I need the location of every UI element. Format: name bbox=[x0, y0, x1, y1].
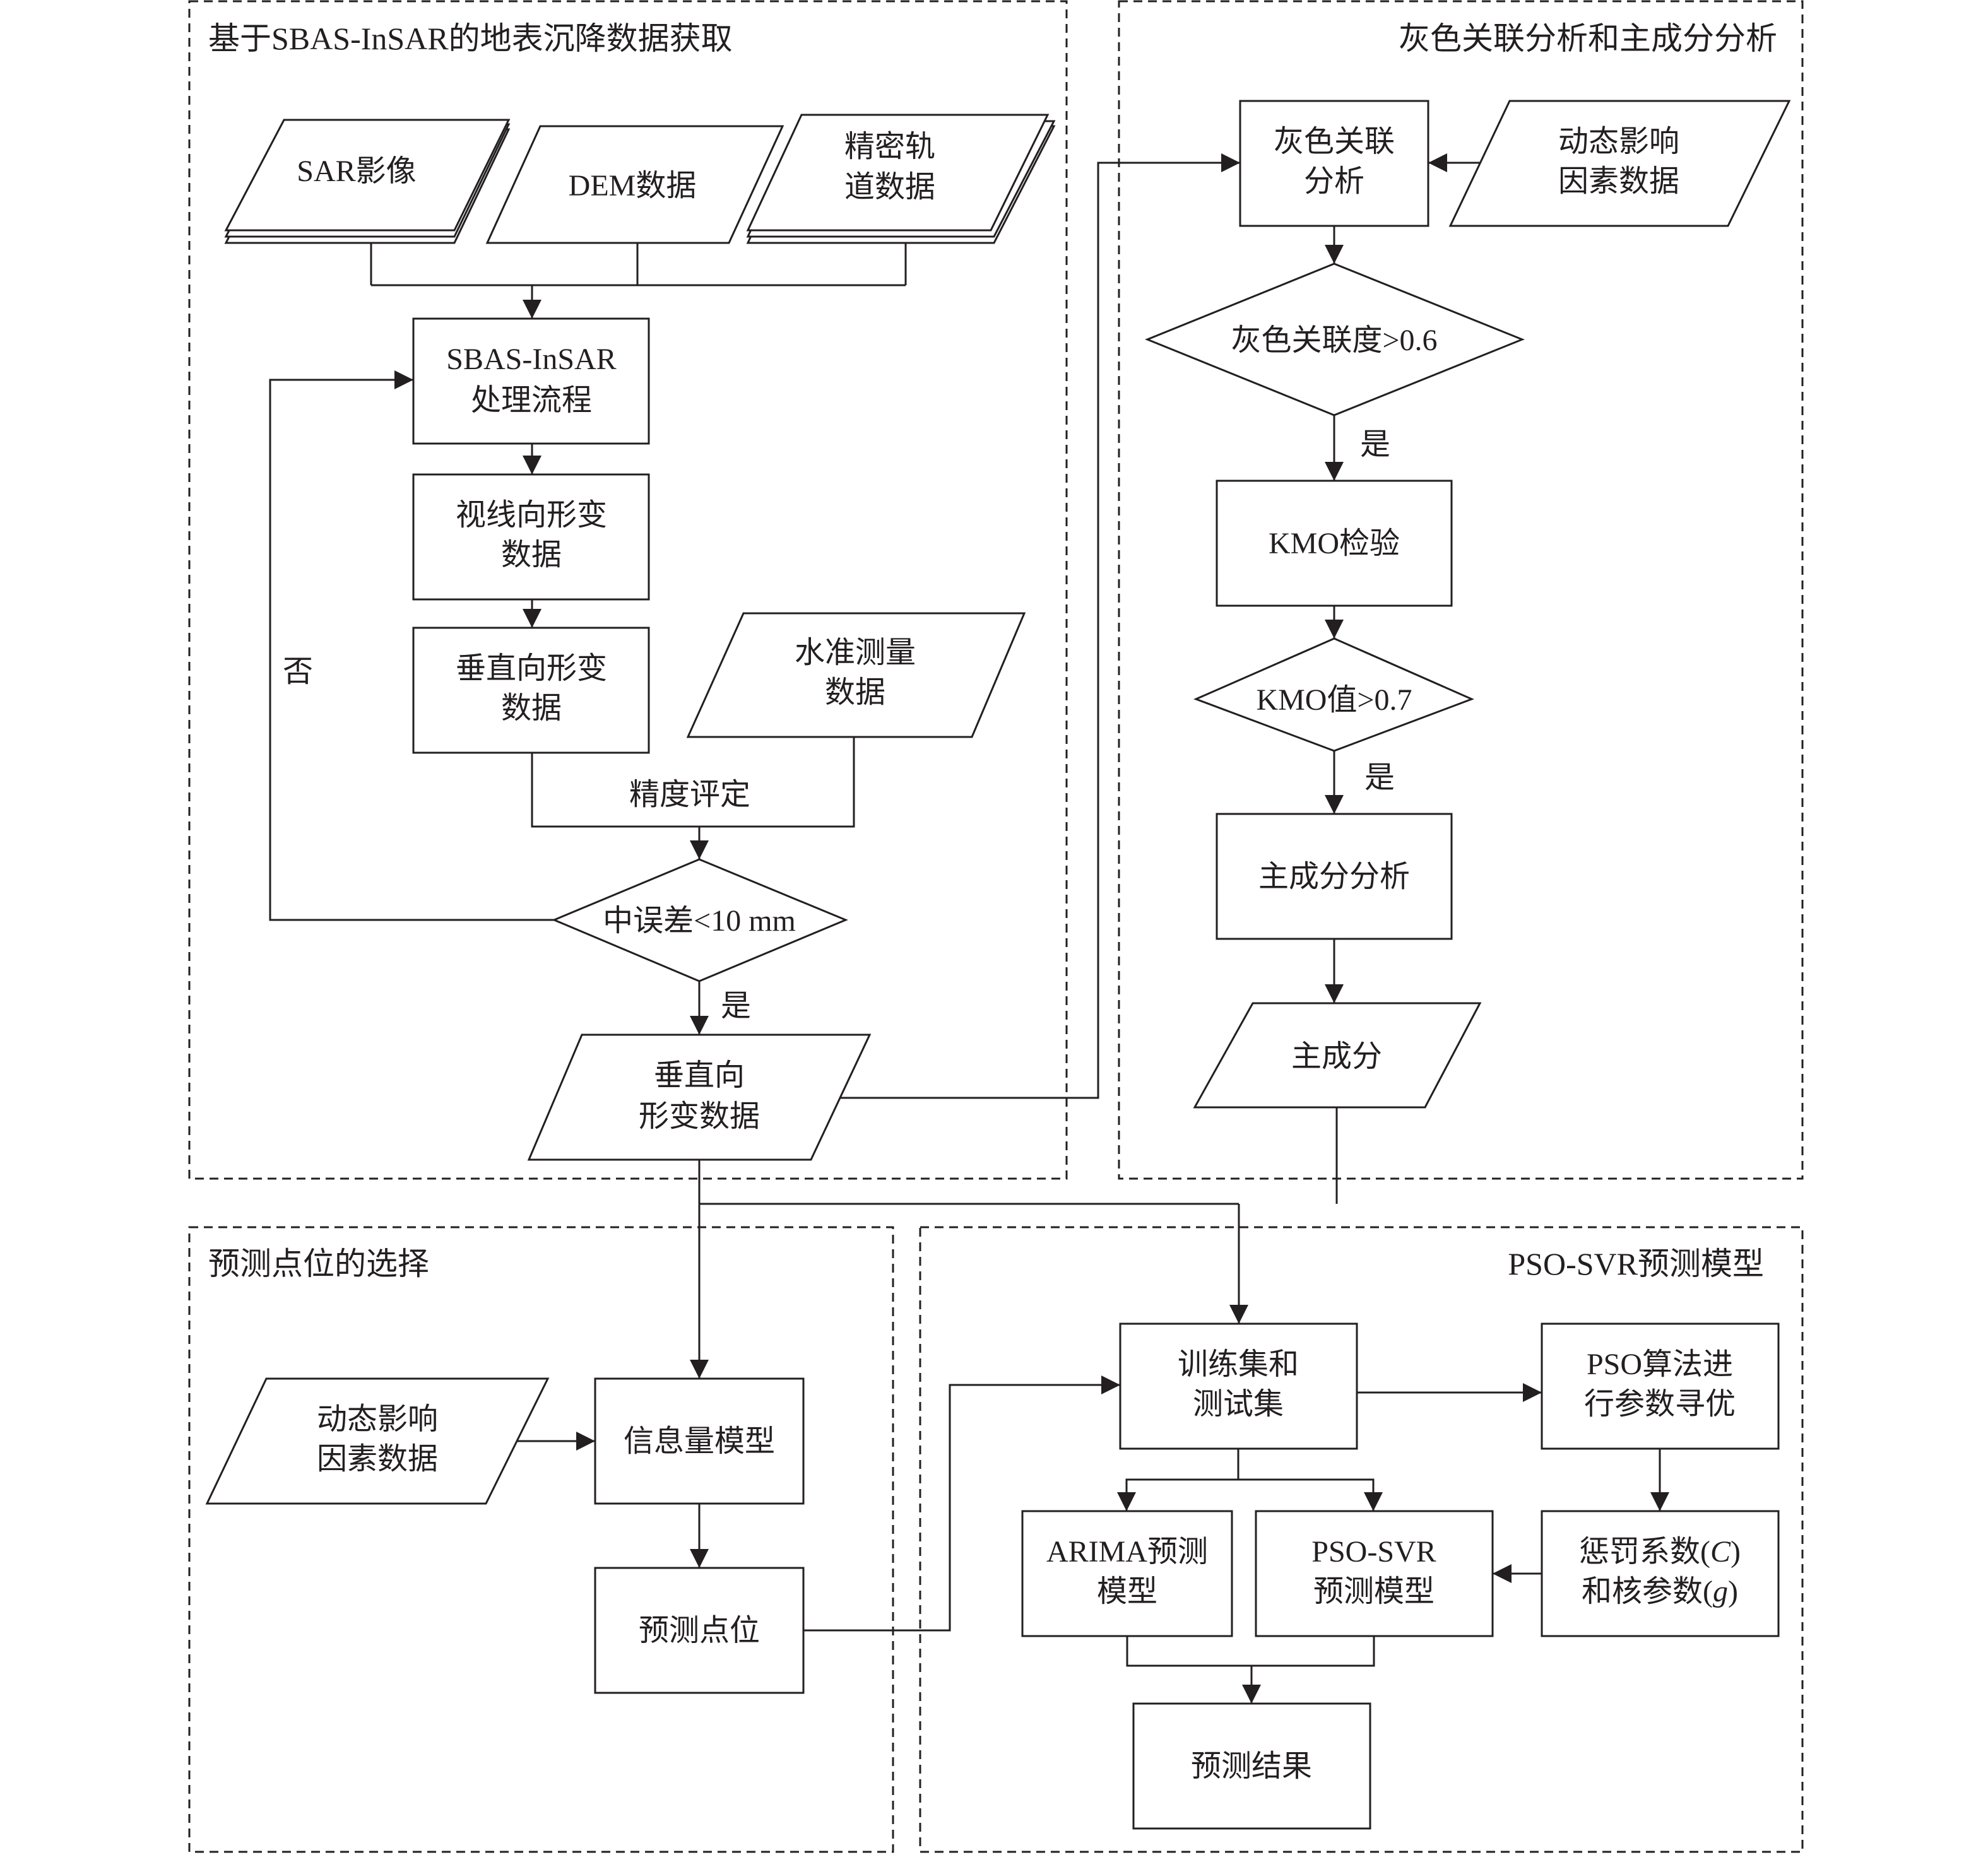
kmo-test-node: KMO检验 bbox=[1216, 480, 1453, 607]
sbas-process-label-1: SBAS-InSAR bbox=[446, 343, 616, 376]
vertical-output-label-1: 垂直向 bbox=[654, 1059, 745, 1092]
orbit-data-label-2: 道数据 bbox=[844, 170, 935, 204]
los-deformation-label-2: 数据 bbox=[501, 538, 562, 572]
pca-node: 主成分分析 bbox=[1216, 813, 1453, 940]
dynamic-factors-bottom-label-2: 因素数据 bbox=[317, 1442, 438, 1476]
vertical-output-label-2: 形变数据 bbox=[639, 1100, 760, 1133]
section-frame-sbas bbox=[188, 0, 1068, 1180]
vertical-deformation-label-2: 数据 bbox=[501, 692, 562, 725]
info-model-node: 信息量模型 bbox=[594, 1377, 805, 1505]
section-frame-pso-svr bbox=[919, 1226, 1804, 1853]
dynamic-factors-node-bottom: 动态影响 因素数据 bbox=[205, 1377, 550, 1505]
training-set-label-1: 训练集和 bbox=[1178, 1348, 1299, 1381]
pred-points-node: 预测点位 bbox=[594, 1567, 805, 1694]
principal-components-node: 主成分 bbox=[1193, 1002, 1482, 1109]
principal-components-label: 主成分 bbox=[1291, 1040, 1382, 1073]
grey-relational-label-1: 灰色关联 bbox=[1274, 125, 1395, 158]
kmo-test-label: KMO检验 bbox=[1269, 527, 1400, 560]
yes-label-grey: 是 bbox=[1360, 428, 1390, 461]
arima-label-2: 模型 bbox=[1097, 1575, 1157, 1608]
connector-accuracy-merge bbox=[531, 737, 855, 828]
grey-decision-node: 灰色关联度>0.6 bbox=[1145, 262, 1525, 416]
pso-svr-label-1: PSO-SVR bbox=[1311, 1535, 1436, 1569]
los-deformation-label-1: 视线向形变 bbox=[456, 498, 607, 532]
yes-label-rmse: 是 bbox=[721, 989, 751, 1023]
rmse-decision-node: 中误差<10 mm bbox=[552, 858, 848, 982]
vertical-deformation-label-1: 垂直向形变 bbox=[456, 652, 607, 685]
dem-data-node: DEM数据 bbox=[485, 125, 784, 244]
connector-points-to-training bbox=[803, 1375, 1120, 1632]
orbit-data-label-1: 精密轨 bbox=[844, 130, 935, 163]
no-label: 否 bbox=[283, 655, 313, 688]
pso-svr-label-2: 预测模型 bbox=[1313, 1575, 1435, 1608]
connector-vertical-to-grey bbox=[840, 153, 1240, 1099]
grey-relational-label-2: 分析 bbox=[1304, 165, 1364, 198]
vertical-output-node: 垂直向 形变数据 bbox=[527, 1034, 872, 1161]
sbas-process-label-2: 处理流程 bbox=[471, 384, 592, 417]
connector-merge-to-training bbox=[699, 1107, 1338, 1324]
pred-points-label: 预测点位 bbox=[639, 1614, 760, 1647]
section-title-pso-svr: PSO-SVR预测模型 bbox=[1508, 1246, 1764, 1281]
orbit-data-stack: 精密轨 道数据 bbox=[746, 114, 1056, 244]
training-set-label-2: 测试集 bbox=[1193, 1387, 1284, 1421]
sar-image-stack: SAR影像 bbox=[224, 119, 511, 244]
result-label: 预测结果 bbox=[1191, 1750, 1312, 1783]
pca-label: 主成分分析 bbox=[1258, 860, 1410, 893]
pso-optimization-node: PSO算法进 行参数寻优 bbox=[1541, 1322, 1780, 1450]
sar-image-label: SAR影像 bbox=[297, 155, 416, 188]
pso-optimization-label-2: 行参数寻优 bbox=[1584, 1387, 1736, 1421]
pso-optimization-label-1: PSO算法进 bbox=[1587, 1348, 1733, 1381]
leveling-data-label-1: 水准测量 bbox=[795, 636, 916, 669]
los-deformation-node: 视线向形变 数据 bbox=[412, 473, 650, 601]
penalty-params-label-1: 惩罚系数(C) bbox=[1579, 1535, 1741, 1569]
vertical-deformation-node: 垂直向形变 数据 bbox=[412, 627, 650, 754]
dynamic-factors-top-label-1: 动态影响 bbox=[1558, 125, 1679, 158]
leveling-data-label-2: 数据 bbox=[825, 676, 885, 709]
section-title-sbas: 基于SBAS-InSAR的地表沉降数据获取 bbox=[208, 21, 733, 56]
info-model-label: 信息量模型 bbox=[624, 1425, 775, 1458]
pso-svr-node: PSO-SVR 预测模型 bbox=[1255, 1510, 1494, 1637]
yes-label-kmo: 是 bbox=[1364, 761, 1395, 794]
kmo-decision-label: KMO值>0.7 bbox=[1256, 683, 1412, 717]
connector-training-split bbox=[1125, 1449, 1373, 1511]
result-node: 预测结果 bbox=[1132, 1702, 1371, 1830]
rmse-decision-label: 中误差<10 mm bbox=[603, 904, 796, 938]
leveling-data-node: 水准测量 数据 bbox=[686, 612, 1026, 738]
training-set-node: 训练集和 测试集 bbox=[1119, 1322, 1358, 1450]
dynamic-factors-top-label-2: 因素数据 bbox=[1558, 165, 1679, 198]
accuracy-label: 精度评定 bbox=[629, 778, 750, 811]
kmo-decision-node: KMO值>0.7 bbox=[1193, 637, 1474, 752]
grey-decision-label: 灰色关联度>0.6 bbox=[1231, 324, 1437, 357]
arima-label-1: ARIMA预测 bbox=[1046, 1535, 1208, 1569]
section-frame-grey-pca bbox=[1118, 0, 1804, 1180]
section-title-grey-pca: 灰色关联分析和主成分分析 bbox=[1399, 21, 1777, 56]
section-title-point-select: 预测点位的选择 bbox=[208, 1246, 429, 1281]
arima-node: ARIMA预测 模型 bbox=[1021, 1510, 1233, 1637]
dem-data-label: DEM数据 bbox=[569, 169, 697, 203]
connector-models-merge bbox=[1126, 1636, 1375, 1704]
penalty-params-node: 惩罚系数(C) 和核参数(g) bbox=[1541, 1510, 1780, 1637]
sbas-process-node: SBAS-InSAR 处理流程 bbox=[412, 317, 650, 445]
dynamic-factors-node-top: 动态影响 因素数据 bbox=[1448, 100, 1791, 227]
dynamic-factors-bottom-label-1: 动态影响 bbox=[317, 1403, 438, 1436]
penalty-params-label-2: 和核参数(g) bbox=[1582, 1575, 1738, 1608]
loop-back-to-sbas bbox=[269, 370, 554, 921]
grey-relational-node: 灰色关联 分析 bbox=[1239, 100, 1429, 227]
section-frame-point-select bbox=[188, 1226, 894, 1853]
connector-inputs-merge bbox=[370, 243, 907, 286]
